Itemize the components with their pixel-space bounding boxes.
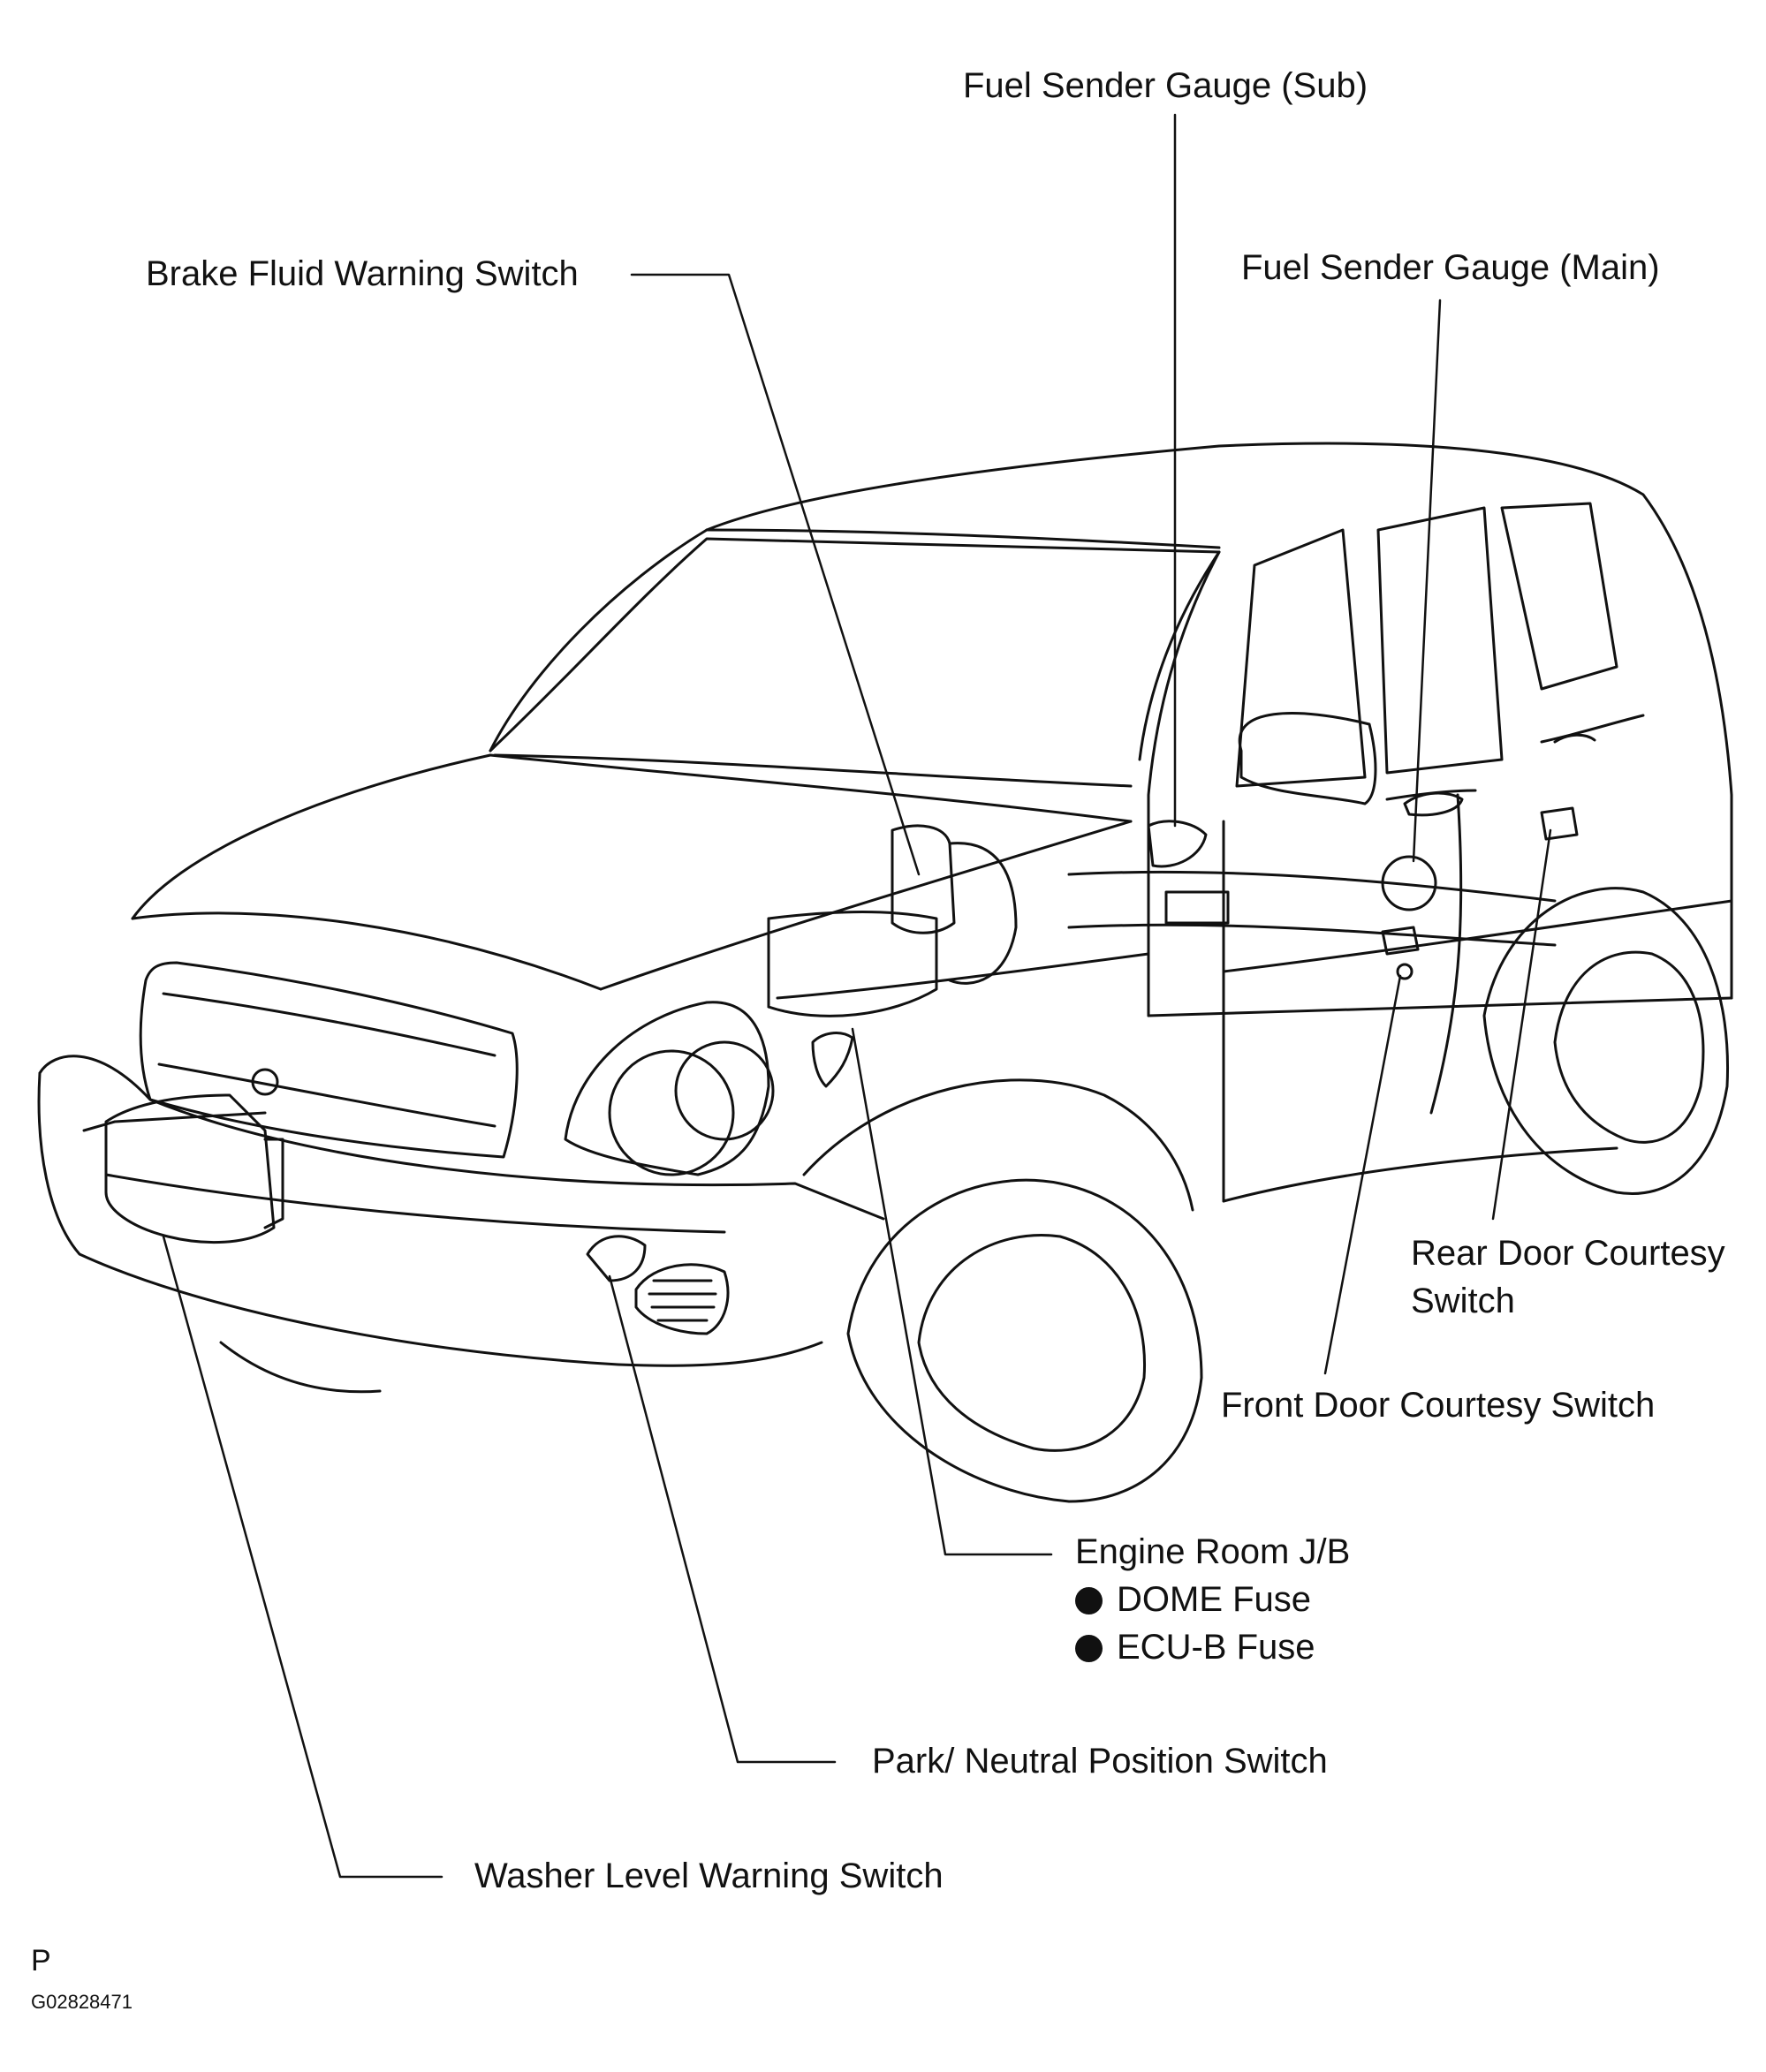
- component-parts: [82, 806, 1579, 1282]
- label-brake-fluid-warning-switch: Brake Fluid Warning Switch: [146, 254, 579, 293]
- bullet-icon: [1075, 1635, 1103, 1662]
- bullet-icon: [1075, 1587, 1103, 1614]
- label-rear-door-courtesy-switch: Rear Door Courtesy Switch: [1411, 1234, 1725, 1320]
- label-fuel-sender-gauge-main: Fuel Sender Gauge (Main): [1241, 248, 1660, 287]
- label-washer-level-warning-switch: Washer Level Warning Switch: [474, 1856, 944, 1895]
- label-engine-room-jb: Engine Room J/B DOME Fuse ECU-B Fuse: [1075, 1528, 1350, 1671]
- bullet-item-dome-fuse: DOME Fuse: [1075, 1576, 1350, 1623]
- bullet-item-ecu-b-fuse: ECU-B Fuse: [1075, 1623, 1350, 1671]
- vehicle-body: [37, 442, 1733, 1503]
- leader-lines: [162, 113, 1552, 1879]
- label-park-neutral-position-switch: Park/ Neutral Position Switch: [872, 1742, 1328, 1781]
- footer-letter: P: [31, 1944, 51, 1977]
- label-front-door-courtesy-switch: Front Door Courtesy Switch: [1221, 1386, 1656, 1425]
- label-fuel-sender-gauge-sub: Fuel Sender Gauge (Sub): [963, 66, 1368, 105]
- figure-code: G02828471: [31, 1991, 133, 2013]
